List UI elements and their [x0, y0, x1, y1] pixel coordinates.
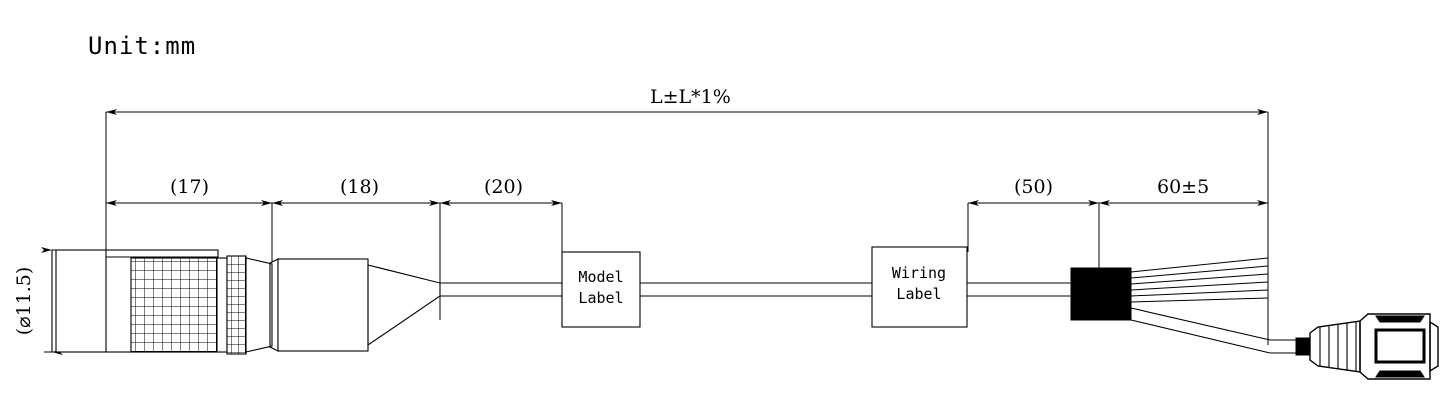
fan-wires: [1130, 257, 1300, 354]
cable-mid-run: [640, 282, 880, 297]
fan-wire-5: [1130, 289, 1269, 297]
fan-wire-3: [1130, 273, 1269, 285]
segment-18-label: (18): [340, 176, 379, 198]
coupling-nut-knurl: [130, 257, 218, 353]
overmold-body: [277, 258, 369, 352]
strain-relief-boot: [1309, 320, 1361, 373]
branch-cable-top: [1130, 307, 1271, 341]
model-label-line1: Model: [578, 268, 623, 286]
overmold: [269, 258, 441, 352]
right-connector: [1295, 313, 1439, 380]
unit-note: Unit:mm: [88, 32, 196, 60]
overmold-collar: [269, 258, 279, 352]
branch-cable-bottom: [1130, 319, 1271, 354]
overmold-taper: [367, 264, 441, 347]
segment-20-label: (20): [484, 176, 523, 198]
overall-length-label: L±L*1%: [650, 86, 731, 108]
right-connector-top-latch: [1375, 315, 1425, 323]
left-connector-gap: [216, 257, 228, 353]
fan-wire-2: [1130, 265, 1269, 279]
segment-dimensions-left: (17) (18) (20): [106, 176, 563, 320]
cable-right-run: [967, 282, 1075, 297]
overall-length-dimension: L±L*1%: [105, 86, 1269, 345]
cable-left-run: [440, 282, 570, 297]
left-connector-taper: [245, 257, 273, 353]
wiring-label-line1: Wiring: [892, 264, 946, 282]
fan-wire-6: [1130, 297, 1269, 303]
right-connector-bottom-latch: [1375, 370, 1425, 378]
fan-wire-1: [1130, 257, 1269, 273]
segment-60-label: 60±5: [1157, 176, 1209, 198]
wiring-label-line2: Label: [896, 285, 941, 303]
model-label-line2: Label: [578, 289, 623, 307]
segment-50-label: (50): [1014, 176, 1053, 198]
model-label-box: [561, 251, 641, 328]
model-label: Model Label: [561, 251, 641, 328]
right-connector-cable-stub: [1295, 337, 1311, 356]
wiring-label: Wiring Label: [871, 246, 968, 328]
fan-wire-4: [1130, 281, 1269, 291]
breakout-block: [1070, 267, 1132, 321]
right-connector-nose: [1429, 320, 1439, 373]
left-connector: [55, 249, 273, 355]
knurl-ring: [226, 255, 247, 355]
right-connector-window: [1374, 328, 1426, 364]
segment-dimensions-right: (50) 60±5: [967, 176, 1268, 268]
wiring-label-box: [871, 246, 968, 328]
segment-17-label: (17): [170, 176, 209, 198]
diameter-label: (⌀11.5): [13, 267, 35, 336]
right-connector-housing: [1359, 313, 1431, 380]
